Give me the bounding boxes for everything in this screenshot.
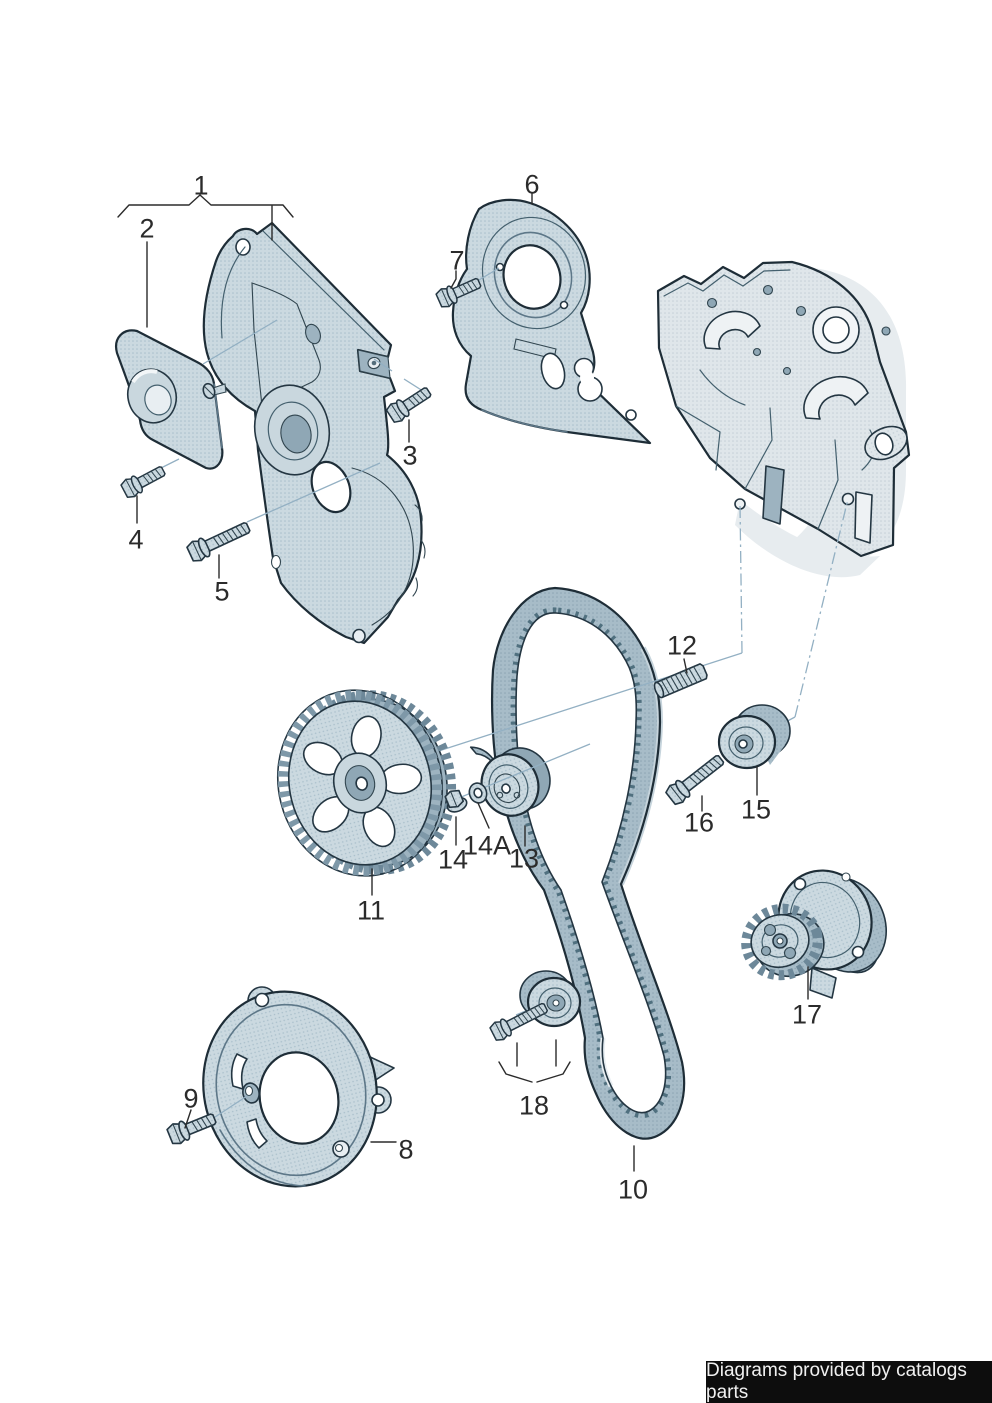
stud-12 — [653, 663, 708, 699]
idler-roller — [717, 704, 791, 770]
cover-cap — [115, 329, 224, 470]
part-callout-3: 3 — [402, 440, 418, 471]
footer-attribution-text: Diagrams provided by catalogs parts — [706, 1360, 967, 1403]
part-callout-18: 18 — [518, 1090, 550, 1121]
part-callout-5: 5 — [214, 576, 230, 607]
tensioner-pulley — [469, 746, 551, 817]
bolt-9 — [165, 1107, 220, 1148]
lower-timing-plate — [202, 986, 395, 1188]
footer-attribution-bar: Diagrams provided by catalogs parts — [706, 1360, 992, 1403]
part-callout-1: 1 — [193, 170, 209, 201]
callout-leaders — [117, 192, 809, 1172]
part-callout-7: 7 — [449, 245, 465, 276]
bolt-4 — [118, 461, 169, 501]
part-callout-13: 13 — [508, 843, 540, 874]
part-callout-10: 10 — [617, 1174, 649, 1205]
part-callout-2: 2 — [139, 213, 155, 244]
part-callout-14a: 14A — [462, 830, 512, 861]
upper-timing-cover — [202, 221, 426, 645]
water-pump — [741, 869, 888, 999]
part-callout-14: 14 — [437, 844, 469, 875]
part-callout-6: 6 — [524, 169, 540, 200]
tensioner-nut — [444, 789, 468, 813]
tensioner-washer — [468, 782, 488, 804]
part-callout-11: 11 — [356, 895, 386, 926]
part-callout-12: 12 — [666, 630, 698, 661]
engine-block — [656, 260, 911, 558]
bolt-16 — [663, 749, 729, 808]
part-callout-9: 9 — [183, 1083, 199, 1114]
camshaft-gear — [276, 689, 457, 877]
part-callout-16: 16 — [683, 807, 715, 838]
part-callout-4: 4 — [128, 524, 144, 555]
part-callout-8: 8 — [398, 1134, 414, 1165]
part-callout-15: 15 — [740, 794, 772, 825]
cap-screw — [202, 382, 227, 400]
rear-timing-plate — [451, 198, 652, 445]
part-callout-17: 17 — [791, 999, 823, 1030]
